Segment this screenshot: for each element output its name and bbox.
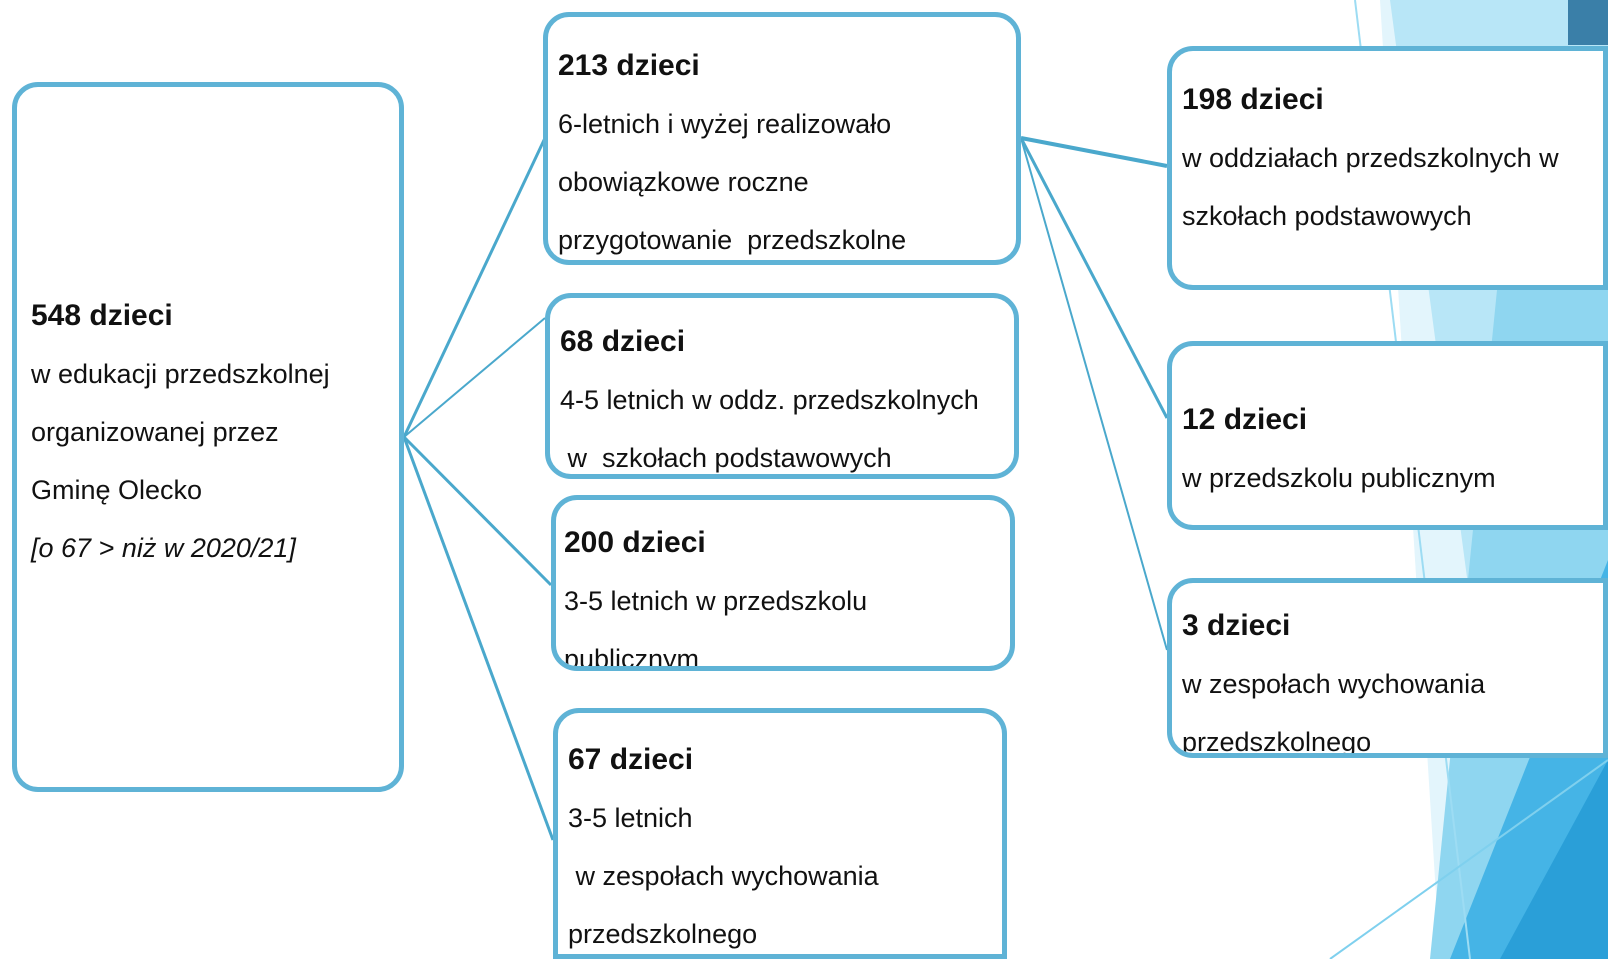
decor-line [1329,759,1608,959]
level2-line: w przedszkolu publicznym [1182,463,1496,493]
root-note: [o 67 > niż w 2020/21] [31,533,296,563]
root-line: organizowanej przez [31,417,279,447]
level2-count: 3 dzieci [1182,609,1291,642]
level2-box-12: 12 dzieci w przedszkolu publicznym [1167,341,1608,530]
level1-line: 6-letnich i wyżej realizowało [558,109,892,139]
connector-line [1020,137,1168,651]
level1-count: 68 dzieci [560,325,686,358]
level1-box-68: 68 dzieci 4-5 letnich w oddz. przedszkol… [545,293,1019,479]
level1-box-67: 67 dzieci 3-5 letnich w zespołach wychow… [553,708,1007,959]
root-line: w edukacji przedszkolnej [31,359,330,389]
level1-line: w szkołach podstawowych [560,443,892,473]
connector-line [1020,136,1168,168]
level2-count: 12 dzieci [1182,403,1308,436]
level2-line: w oddziałach przedszkolnych w [1182,143,1559,173]
root-box: 548 dzieci w edukacji przedszkolnej orga… [12,82,404,792]
level1-box-213: 213 dzieci 6-letnich i wyżej realizowało… [543,12,1021,265]
level1-line: 3-5 letnich [568,803,693,833]
connector-line [1019,137,1169,419]
level2-line: w zespołach wychowania [1182,669,1486,699]
level1-line: 4-5 letnich w oddz. przedszkolnych [560,385,979,415]
level2-count: 198 dzieci [1182,83,1324,116]
level2-line: przedszkolnego [1182,727,1372,757]
level2-box-3: 3 dzieci w zespołach wychowania przedszk… [1167,578,1608,758]
level1-line: obowiązkowe roczne [558,167,809,197]
level2-line: szkołach podstawowych [1182,201,1472,231]
level2-box-198: 198 dzieci w oddziałach przedszkolnych w… [1167,46,1608,290]
level1-line: przygotowanie przedszkolne [558,225,907,255]
connector-line [402,436,555,841]
root-count: 548 dzieci [31,299,173,332]
decor-corner [1568,0,1608,45]
connector-line [402,435,553,587]
level1-count: 213 dzieci [558,49,700,82]
connector-line [403,317,546,438]
decor-band-deepest [1500,760,1608,959]
level1-box-200: 200 dzieci 3-5 letnich w przedszkolu pub… [551,495,1015,671]
level1-line: publicznym [564,644,700,671]
level1-count: 200 dzieci [564,526,706,559]
level1-line: 3-5 letnich w przedszkolu [564,586,868,616]
level1-line: przedszkolnego [568,919,758,949]
connector-line [402,137,547,438]
root-line: Gminę Olecko [31,475,203,505]
level1-line: w zespołach wychowania [568,861,879,891]
connector-lines [402,136,1169,841]
level1-count: 67 dzieci [568,743,694,776]
